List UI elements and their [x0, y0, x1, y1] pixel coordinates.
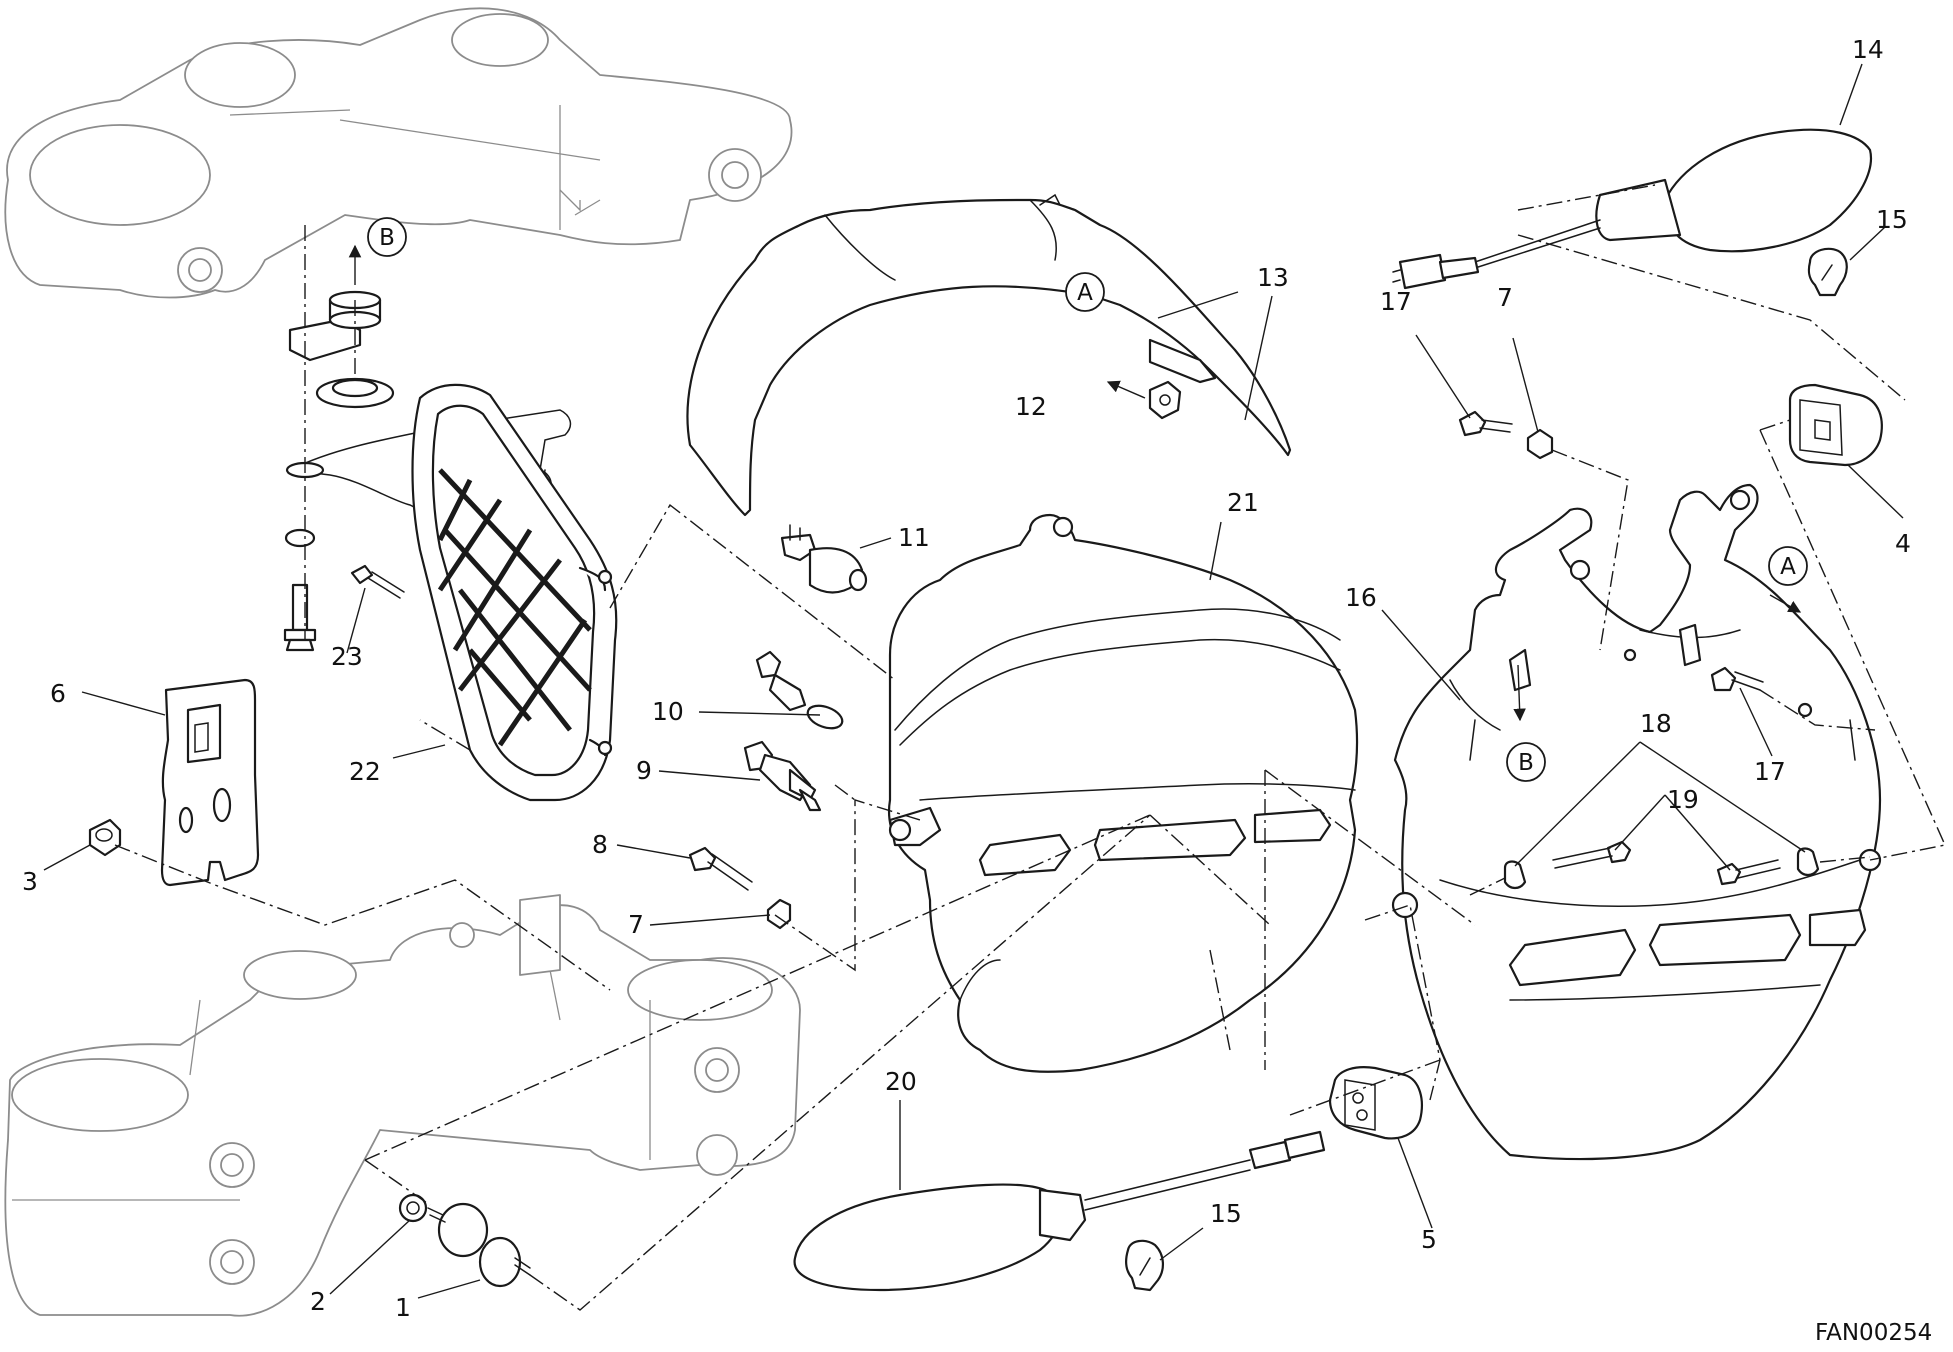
turn-signal-14	[1392, 128, 1873, 290]
label-9: 9	[636, 756, 652, 785]
label-19: 19	[1667, 785, 1699, 814]
assembly-lines	[114, 184, 1946, 1311]
screw-19-left	[1552, 840, 1632, 869]
washer-2	[398, 1193, 489, 1258]
bracket-spring-assembly	[283, 290, 572, 652]
screw-23	[350, 564, 405, 599]
mount-bracket	[160, 678, 260, 887]
label-16: 16	[1345, 583, 1377, 612]
label-7-left: 7	[628, 910, 644, 939]
direction-arrows	[348, 244, 1802, 722]
screw-19-right	[1716, 859, 1781, 886]
label-23: 23	[331, 642, 363, 671]
svg-text:A: A	[1780, 554, 1796, 580]
label-14: 14	[1852, 35, 1884, 64]
label-17-top: 17	[1380, 287, 1412, 316]
nut	[88, 818, 122, 857]
label-4: 4	[1895, 529, 1911, 558]
washer-18-left	[1503, 860, 1527, 890]
label-6: 6	[50, 679, 66, 708]
drawing-code: FAN00254	[1815, 1320, 1932, 1346]
headlight-upper-cover	[686, 193, 1292, 517]
front-fairing	[1391, 483, 1882, 1161]
callout-a-right: A	[1768, 546, 1808, 586]
svg-text:B: B	[1518, 750, 1534, 776]
callout-b-right: B	[1506, 742, 1546, 782]
rubber-holder-5	[1328, 1066, 1423, 1140]
label-15-top: 15	[1876, 205, 1908, 234]
label-17-right: 17	[1754, 757, 1786, 786]
screw-17-right	[1710, 666, 1764, 692]
label-15-bottom: 15	[1210, 1199, 1242, 1228]
label-10: 10	[652, 697, 684, 726]
upper-triple-clamp	[4, 7, 793, 299]
label-8: 8	[592, 830, 608, 859]
callout-b-top: B	[367, 217, 407, 257]
svg-text:A: A	[1077, 280, 1093, 306]
label-18: 18	[1640, 709, 1672, 738]
washer-7-right	[1526, 428, 1554, 460]
bulb-15-bottom	[1125, 1239, 1164, 1292]
rubber-holder-4	[1788, 383, 1883, 467]
headlight-housing	[887, 513, 1359, 1073]
intake-grille	[411, 383, 618, 802]
label-11: 11	[898, 523, 930, 552]
label-22: 22	[349, 757, 381, 786]
turn-signal-20	[793, 1130, 1326, 1292]
label-5: 5	[1421, 1225, 1437, 1254]
label-20: 20	[885, 1067, 917, 1096]
screw-1	[478, 1236, 531, 1288]
leader-lines	[43, 63, 1904, 1299]
part-labels: 14 15 13 12 17 7 4 21 11 16 18 17 19 10 …	[22, 35, 1911, 1322]
label-13: 13	[1257, 263, 1289, 292]
bulb-15-top	[1807, 247, 1848, 297]
svg-text:B: B	[379, 225, 395, 251]
callout-a-top: A	[1065, 272, 1105, 312]
label-1: 1	[395, 1293, 411, 1322]
screw-17-top	[1458, 410, 1513, 437]
clip-nut	[1148, 380, 1182, 420]
label-21: 21	[1227, 488, 1259, 517]
label-7-right: 7	[1497, 283, 1513, 312]
bulb-11	[780, 524, 868, 594]
label-2: 2	[310, 1287, 326, 1316]
bulb-10	[755, 650, 844, 730]
bulb-9	[743, 740, 822, 812]
label-3: 3	[22, 867, 38, 896]
label-12: 12	[1015, 392, 1047, 421]
screw-8	[688, 846, 753, 891]
lower-triple-clamp	[4, 894, 801, 1317]
